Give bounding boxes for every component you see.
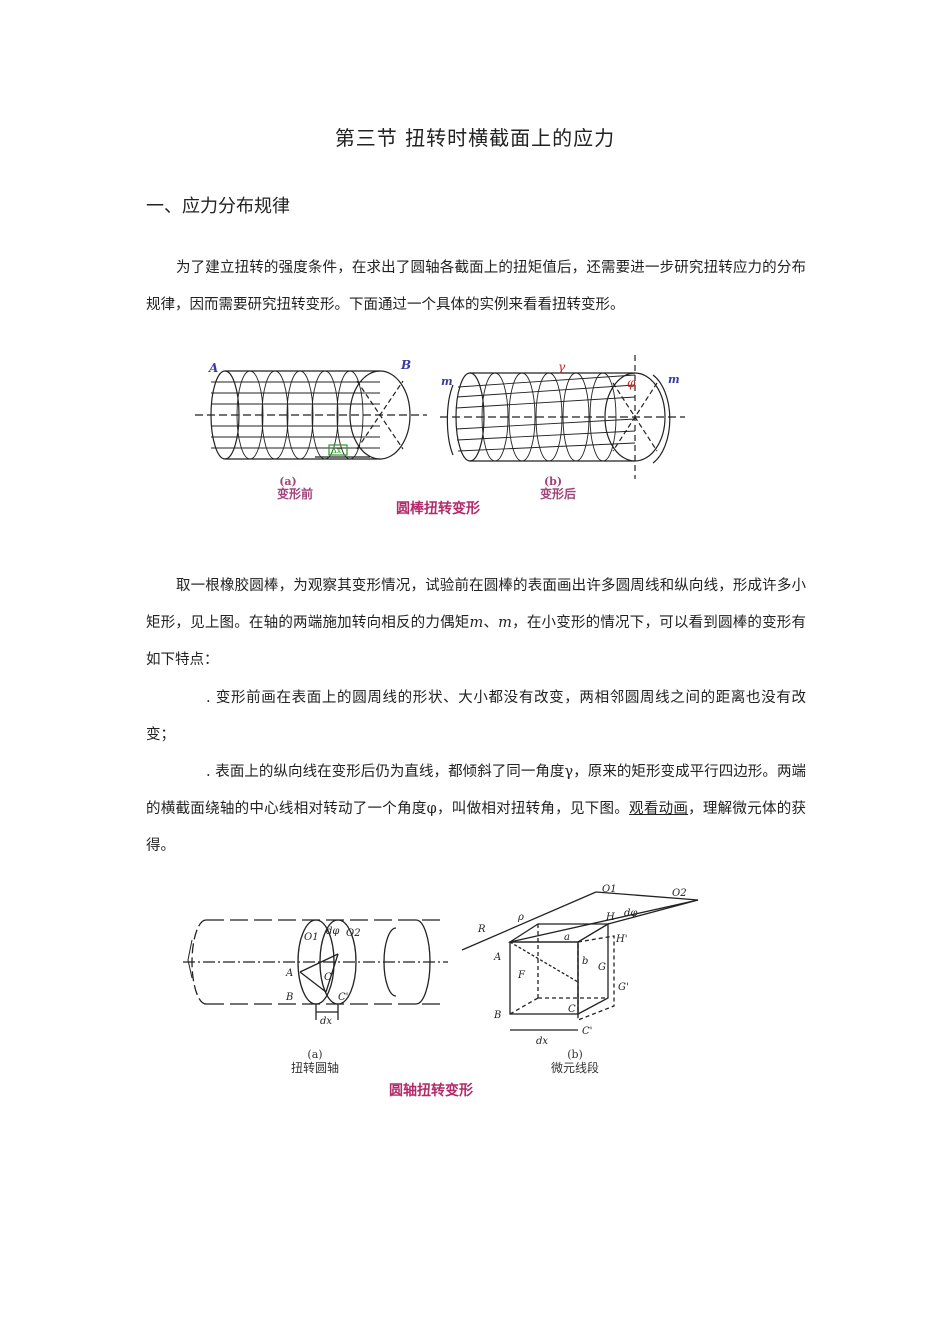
fig2-label-Hp: H'	[615, 934, 627, 945]
fig2-label-C2: C	[568, 1004, 576, 1015]
moment-m-2: m	[498, 615, 512, 631]
fig2-caption-b: 微元线段	[551, 1060, 599, 1075]
paragraph-2-text1: 取一根橡胶圆棒，为观察其变形情况，试验前在圆棒的表面画出许多圆周线和纵向线，形成…	[146, 578, 806, 631]
label-m-right: m	[668, 373, 680, 386]
fig2-caption-a: 扭转圆轴	[291, 1060, 339, 1075]
fig2-label-b-caption: (b)	[567, 1048, 583, 1061]
fig2-label-O1-b: O1	[602, 884, 617, 895]
moment-m-1: m	[469, 615, 484, 631]
fig2-label-Gp: G'	[618, 982, 629, 993]
caption-b: 变形后	[540, 486, 576, 501]
figure-rod-torsion: A B Δx m m γ φ (a) 变形前 (b) 变形后	[195, 355, 685, 517]
label-A: A	[208, 361, 218, 375]
section-heading: 一、应力分布规律	[146, 196, 290, 217]
fig2-label-F: F	[517, 970, 526, 981]
fig2-label-B: B	[285, 992, 293, 1003]
paragraph-2-text2: ，在小变形的情况下，可以看到圆棒的变形有如下特点：	[146, 615, 807, 668]
fig2-label-Cp2: C'	[582, 1026, 592, 1037]
fig2-label-B2: B	[493, 1010, 501, 1021]
fig2-label-H: H	[605, 912, 615, 923]
point-2: . 表面上的纵向线在变形后仍为直线，都倾斜了同一角度γ，原来的矩形变成平行四边形…	[146, 754, 806, 865]
label-a: (a)	[279, 475, 297, 488]
figure2-caption: 圆轴扭转变形	[389, 1082, 473, 1099]
fig2-label-O1: O1	[304, 932, 319, 943]
watch-animation-link[interactable]: 观看动画	[629, 801, 689, 817]
figure1-caption: 圆棒扭转变形	[396, 500, 480, 517]
fig2-label-C: C	[324, 972, 332, 983]
point-2-text: . 表面上的纵向线在变形后仍为直线，都倾斜了同一角度γ，原来的矩形变成平行四边形…	[146, 764, 806, 817]
paragraph-2: 取一根橡胶圆棒，为观察其变形情况，试验前在圆棒的表面画出许多圆周线和纵向线，形成…	[146, 568, 806, 679]
fig2-label-O2: O2	[346, 928, 361, 939]
fig2-label-R: R	[477, 924, 486, 935]
paragraph-2-sep: 、	[483, 615, 499, 631]
fig2-label-Cp: C'	[338, 992, 348, 1003]
fig2-label-a-caption: (a)	[307, 1048, 322, 1061]
intro-paragraph: 为了建立扭转的强度条件，在求出了圆轴各截面上的扭矩值后，还需要进一步研究扭转应力…	[146, 260, 806, 313]
page-title: 第三节 扭转时横截面上的应力	[334, 126, 616, 150]
label-phi: φ	[627, 376, 636, 390]
fig2-label-dx-b: dx	[536, 1036, 548, 1047]
fig2-label-O2-b: O2	[672, 888, 687, 899]
fig2-label-A2: A	[493, 952, 501, 963]
caption-a: 变形前	[277, 486, 313, 501]
label-m-left: m	[441, 375, 453, 388]
fig2-label-b: b	[582, 956, 588, 967]
figure-shaft-torsion: O1 dφ O2 A B C C' dx R ρ A B C C' F G G'…	[183, 884, 699, 1099]
point-2-tail: ，理解微元体的获得。	[146, 801, 807, 854]
fig2-label-rho: ρ	[517, 912, 524, 923]
label-B: B	[400, 358, 411, 372]
fig2-label-G: G	[598, 962, 606, 973]
fig2-label-A: A	[285, 968, 293, 979]
fig2-label-dphi-b: dφ	[624, 908, 637, 919]
fig2-label-dx-a: dx	[320, 1016, 332, 1027]
fig2-label-dphi: dφ	[326, 926, 339, 937]
label-delta-x: Δx	[331, 446, 342, 455]
label-gamma: γ	[558, 360, 566, 374]
label-b: (b)	[544, 475, 562, 488]
fig2-label-a: a	[564, 932, 570, 943]
point-1: . 变形前画在表面上的圆周线的形状、大小都没有改变，两相邻圆周线之间的距离也没有…	[146, 690, 806, 743]
